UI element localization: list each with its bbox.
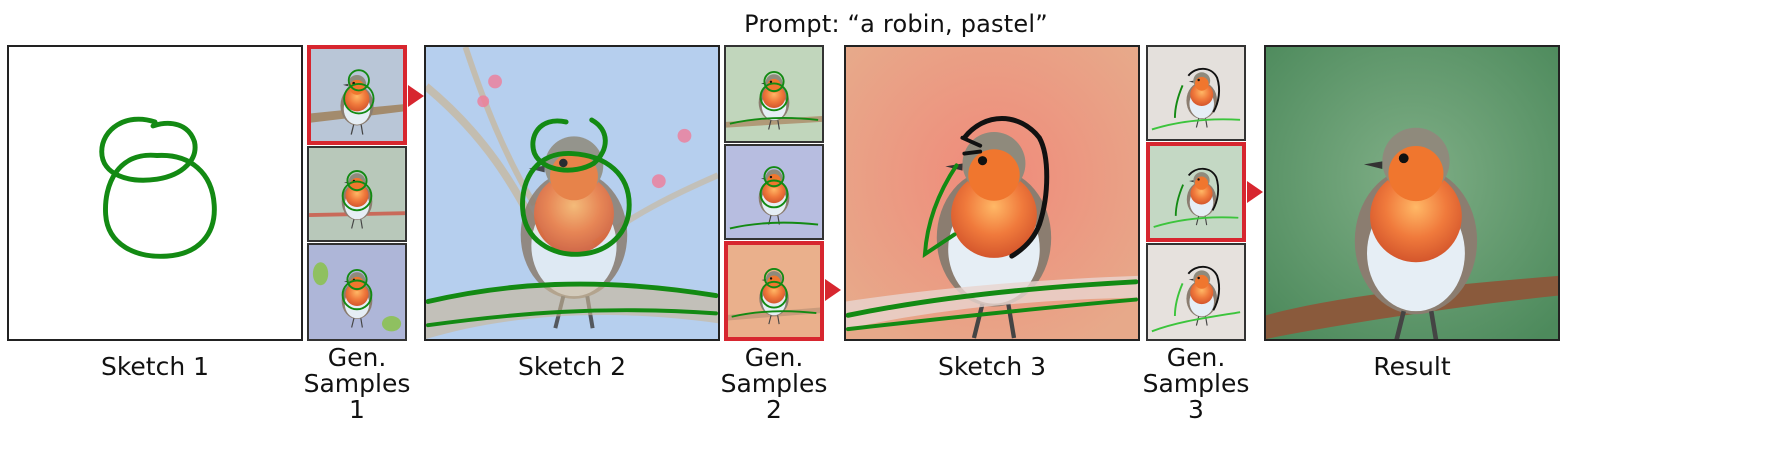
sample-1-2[interactable]	[307, 146, 407, 242]
result-image	[1264, 45, 1560, 341]
caption-result: Result	[1373, 352, 1451, 381]
caption-sketch-1: Sketch 1	[100, 352, 210, 381]
caption-samples-3-line: Gen. Samples 3	[1142, 343, 1250, 424]
sketch-3-canvas[interactable]	[844, 45, 1140, 341]
arrow-2	[825, 279, 841, 301]
caption-samples-1-line: Gen. Samples 1	[303, 343, 411, 424]
caption-samples-2: Gen. Samples 2	[714, 345, 834, 423]
caption-samples-3: Gen. Samples 3	[1136, 345, 1256, 423]
sample-1-1[interactable]	[307, 45, 407, 145]
arrow-3	[1247, 181, 1263, 203]
sample-3-2[interactable]	[1146, 142, 1246, 242]
caption-sketch-3: Sketch 3	[937, 352, 1047, 381]
sample-2-3[interactable]	[724, 241, 824, 341]
sample-2-1[interactable]	[724, 45, 824, 143]
sketch-2-canvas[interactable]	[424, 45, 720, 341]
caption-samples-1: Gen. Samples 1	[297, 345, 417, 423]
sample-1-3[interactable]	[307, 243, 407, 341]
sample-3-1[interactable]	[1146, 45, 1246, 141]
sketch-1-canvas[interactable]	[7, 45, 303, 341]
sample-2-2[interactable]	[724, 144, 824, 240]
prompt-title: Prompt: “a robin, pastel”	[744, 10, 1048, 38]
caption-sketch-2: Sketch 2	[517, 352, 627, 381]
caption-samples-2-line: Gen. Samples 2	[720, 343, 828, 424]
sample-3-3[interactable]	[1146, 243, 1246, 341]
arrow-1	[408, 85, 424, 107]
